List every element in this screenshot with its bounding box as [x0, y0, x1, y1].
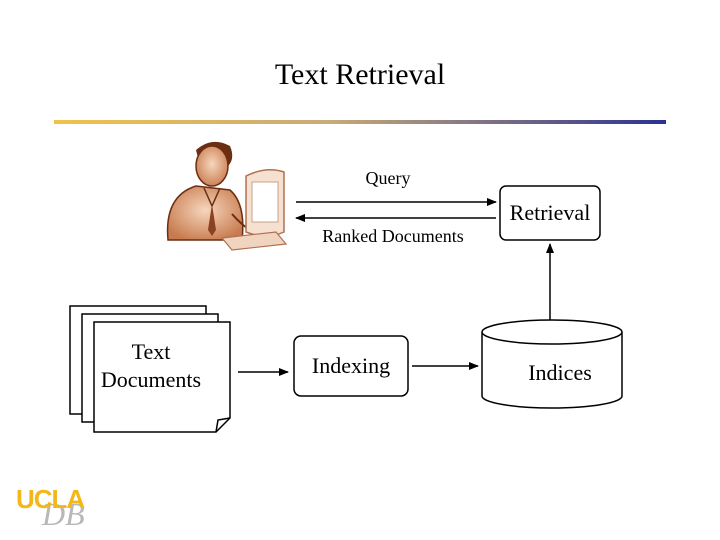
text-documents-stack — [69, 305, 231, 433]
ranked-documents-label: Ranked Documents — [322, 226, 464, 246]
retrieval-box — [499, 185, 601, 241]
indexing-box — [293, 335, 409, 397]
logo-db-text: DB — [42, 496, 85, 532]
logo-ucla-text: UCLA — [16, 484, 85, 514]
indices-cylinder — [481, 319, 623, 409]
slide-title: Text Retrieval — [274, 58, 446, 91]
indices-label: Indices — [528, 360, 592, 385]
text-documents-label: Text Documents — [100, 339, 202, 392]
retrieval-label: Retrieval — [509, 200, 591, 225]
user-computer-icon — [166, 141, 288, 251]
title-underline — [54, 120, 666, 124]
ucla-db-logo: DB UCLA — [16, 484, 116, 532]
indexing-label: Indexing — [311, 353, 391, 378]
query-label: Query — [365, 168, 411, 188]
